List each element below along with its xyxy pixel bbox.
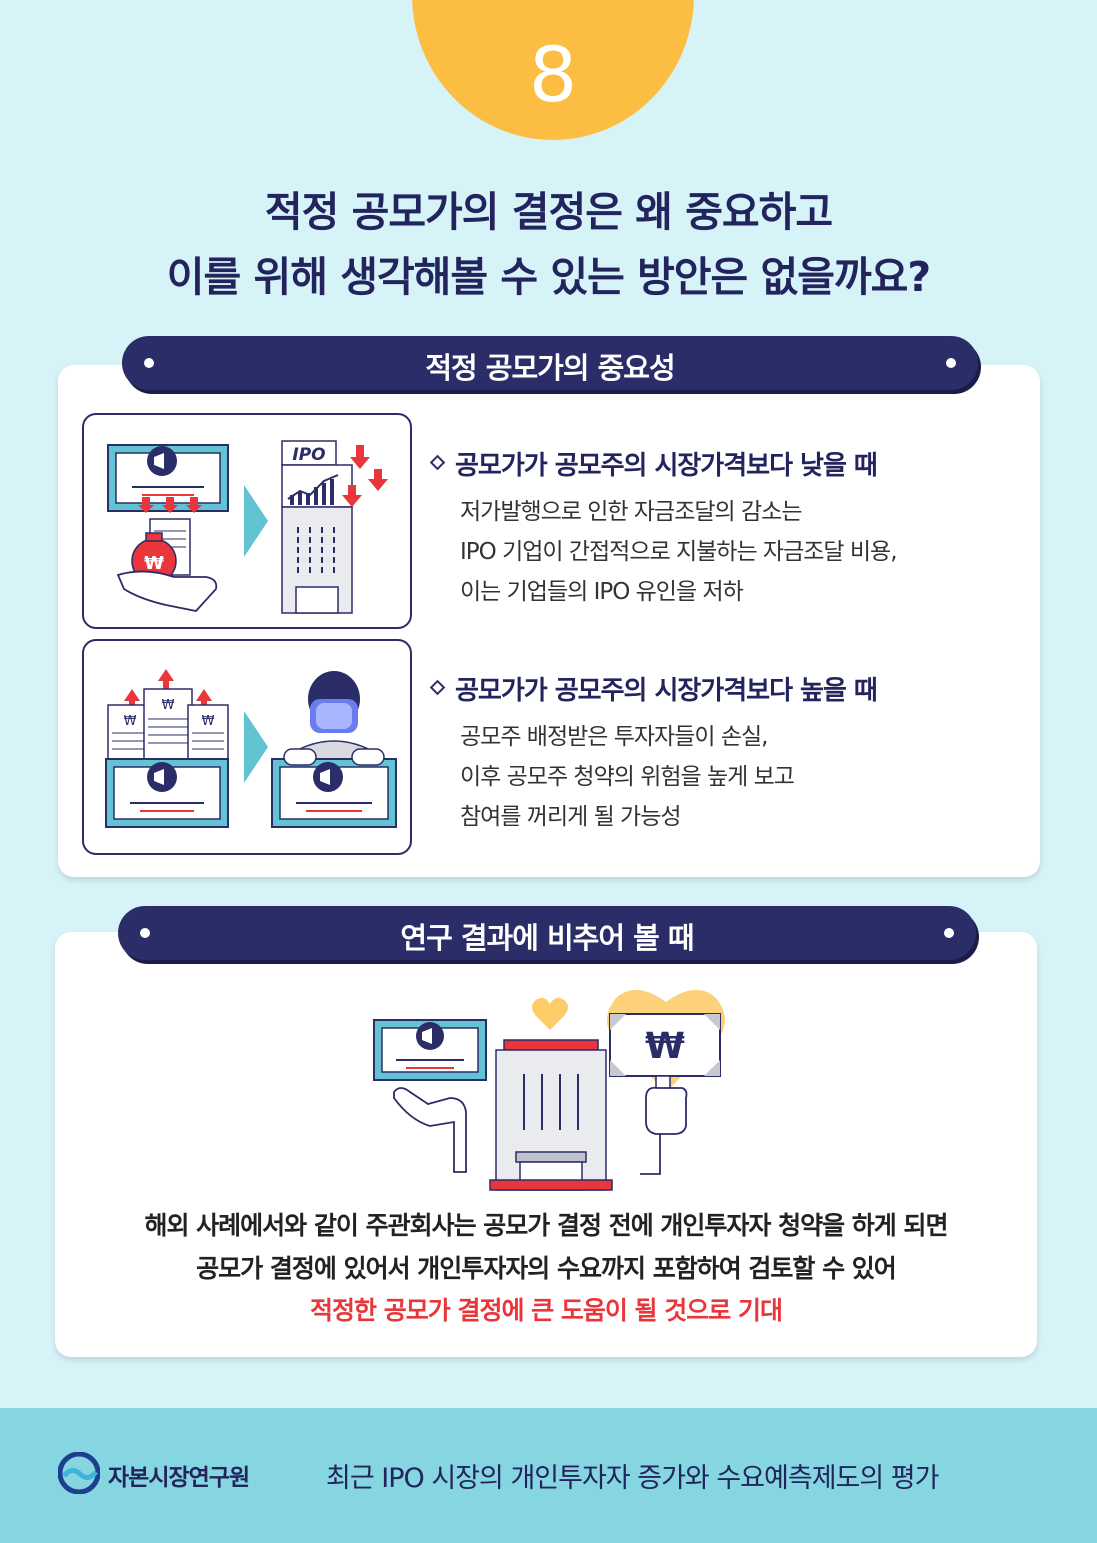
arrow-right-icon (244, 711, 268, 783)
low-price-heading: 공모가가 공모주의 시장가격보다 낮을 때 (429, 445, 878, 482)
high-price-illustration: ₩ ₩ ₩ (82, 639, 412, 855)
research-illustration: ₩ (373, 989, 725, 1191)
rising-arrows-icon (124, 669, 212, 709)
ipo-certificate-icon (373, 1019, 487, 1081)
org-name: 자본시장연구원 (108, 1465, 250, 1491)
ipo-certificate-icon (105, 758, 229, 828)
down-arrows-icon (138, 497, 202, 513)
hand-icon (393, 1087, 467, 1173)
ipo-certificate-icon (271, 748, 397, 828)
ipo-certificate-icon (107, 444, 229, 512)
page-title-line-2: 이를 위해 생각해볼 수 있는 방안은 없을까요? (166, 253, 931, 301)
high-price-line: 참여를 꺼리게 될 가능성 (460, 804, 682, 830)
high-price-line: 공모주 배정받은 투자자들이 손실, (460, 724, 768, 750)
low-price-illustration-svg: ₩ IPO (107, 440, 388, 614)
research-banner: 연구 결과에 비추어 볼 때 (118, 906, 976, 960)
banner-dot-icon (944, 928, 954, 938)
falling-arrows-icon (342, 445, 388, 507)
high-price-illustration-svg: ₩ ₩ ₩ (105, 669, 397, 828)
won-sign-icon: ₩ (609, 1013, 721, 1175)
banner-dot-icon (140, 928, 150, 938)
banner-dot-icon (946, 358, 956, 368)
svg-text:₩: ₩ (144, 553, 164, 574)
low-price-line: IPO 기업이 간접적으로 지불하는 자금조달 비용, (460, 539, 898, 565)
importance-banner-label: 적정 공모가의 중요성 (425, 351, 675, 385)
page-title-line-1: 적정 공모가의 결정은 왜 중요하고 (264, 188, 833, 236)
high-price-line: 이후 공모주 청약의 위험을 높게 보고 (460, 764, 795, 790)
hand-icon (116, 570, 218, 612)
diamond-bullet-icon (429, 454, 446, 471)
low-price-line: 이는 기업들의 IPO 유인을 저하 (460, 579, 744, 605)
high-price-heading: 공모가가 공모주의 시장가격보다 높을 때 (429, 670, 878, 707)
banner-dot-icon (144, 358, 154, 368)
building-icon (489, 1039, 613, 1191)
high-price-heading-text: 공모가가 공모주의 시장가격보다 높을 때 (455, 676, 878, 706)
building-icon: IPO (281, 440, 353, 614)
svg-text:₩: ₩ (124, 714, 137, 729)
svg-text:₩: ₩ (202, 714, 215, 729)
low-price-illustration: ₩ IPO (82, 413, 412, 629)
low-price-heading-text: 공모가가 공모주의 시장가격보다 낮을 때 (455, 451, 878, 481)
svg-text:₩: ₩ (645, 1026, 685, 1067)
research-text-line: 해외 사례에서와 같이 주관회사는 공모가 결정 전에 개인투자자 청약을 하게… (144, 1211, 948, 1240)
diamond-bullet-icon (429, 679, 446, 696)
research-highlight-text: 적정한 공모가 결정에 큰 도움이 될 것으로 기대 (310, 1296, 783, 1325)
report-title: 최근 IPO 시장의 개인투자자 증가와 수요예측제도의 평가 (326, 1463, 939, 1494)
arrow-right-icon (244, 485, 268, 557)
banknote-stack-icon: ₩ ₩ ₩ (107, 688, 229, 766)
low-price-line: 저가발행으로 인한 자금조달의 감소는 (460, 499, 802, 525)
importance-banner: 적정 공모가의 중요성 (122, 336, 978, 390)
kcmi-logo-icon (58, 1452, 100, 1494)
page-number: 8 (528, 30, 578, 119)
svg-text:₩: ₩ (162, 698, 175, 713)
svg-text:IPO: IPO (292, 445, 325, 465)
footer-band (0, 1408, 1097, 1543)
research-text-line: 공모가 결정에 있어서 개인투자자의 수요까지 포함하여 검토할 수 있어 (196, 1254, 897, 1283)
research-banner-label: 연구 결과에 비추어 볼 때 (400, 921, 694, 955)
